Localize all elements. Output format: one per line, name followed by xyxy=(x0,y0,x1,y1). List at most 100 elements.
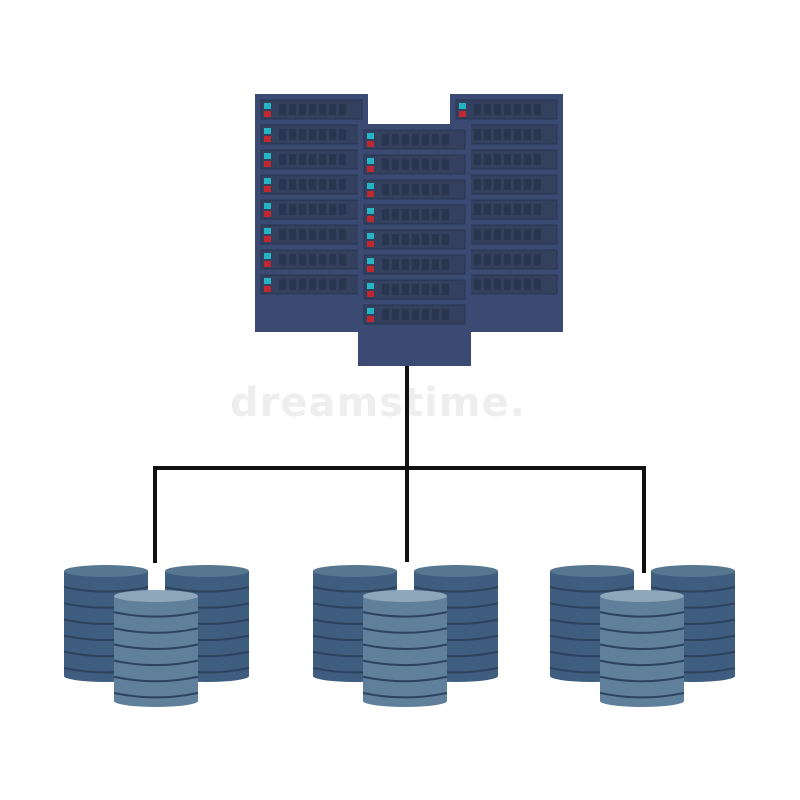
led-red xyxy=(264,136,271,142)
rack-slot-cell xyxy=(442,209,449,220)
rack-slot-cell xyxy=(432,309,439,320)
db-band xyxy=(599,659,685,667)
rack-slot xyxy=(363,254,466,275)
db-top xyxy=(165,565,249,577)
rack-slot-cell xyxy=(299,129,306,140)
rack-slot-cell xyxy=(319,254,326,265)
led-cyan xyxy=(367,158,374,164)
rack-slot-cell xyxy=(329,279,336,290)
db-top xyxy=(550,565,634,577)
rack-slot-cell xyxy=(279,204,286,215)
rack-slot-cell xyxy=(442,284,449,295)
rack-slot-cell xyxy=(402,134,409,145)
rack-slot-cell xyxy=(299,204,306,215)
rack-slot-cell xyxy=(524,204,531,215)
rack-slot xyxy=(455,174,558,195)
rack-slot xyxy=(455,124,558,145)
led-cyan xyxy=(367,283,374,289)
rack-slot-cell xyxy=(412,159,419,170)
rack-slot-cell xyxy=(474,104,481,115)
rack-slot-cell xyxy=(524,179,531,190)
led-red xyxy=(264,161,271,167)
rack-slot xyxy=(260,224,363,245)
db-top xyxy=(600,590,684,602)
rack-slot-cell xyxy=(442,234,449,245)
rack-slot-cell xyxy=(474,179,481,190)
rack-slot-cell xyxy=(474,204,481,215)
rack-slot-cell xyxy=(309,154,316,165)
rack-slot-cell xyxy=(494,279,501,290)
rack-slot-cell xyxy=(392,259,399,270)
rack-slot-cell xyxy=(339,154,346,165)
rack-slot xyxy=(363,129,466,150)
db-band xyxy=(413,586,499,593)
rack-slot-cell xyxy=(299,154,306,165)
rack-slot-cell xyxy=(382,184,389,195)
rack-slot xyxy=(455,224,558,245)
rack-slot-cell xyxy=(484,129,491,140)
db-band xyxy=(599,675,685,683)
rack-slot-cell xyxy=(504,129,511,140)
rack-slot-cell xyxy=(329,204,336,215)
led-cyan xyxy=(264,178,271,184)
rack-slot-cell xyxy=(299,104,306,115)
rack-slot xyxy=(455,99,558,120)
rack-slot-cell xyxy=(412,284,419,295)
rack-base xyxy=(358,332,471,366)
rack-slot-cell xyxy=(392,209,399,220)
rack-slot-cell xyxy=(289,179,296,190)
rack-slot-cell xyxy=(524,254,531,265)
led-red xyxy=(367,266,374,272)
rack-slot-cell xyxy=(412,234,419,245)
rack-slot-cell xyxy=(514,229,521,240)
rack-slot-cell xyxy=(494,179,501,190)
rack-slot-cell xyxy=(309,129,316,140)
led-red xyxy=(264,286,271,292)
led-cyan xyxy=(367,233,374,239)
rack-slot-cell xyxy=(319,204,326,215)
db-band xyxy=(599,643,685,650)
server-rack-left xyxy=(255,94,368,332)
rack-slot-cell xyxy=(339,279,346,290)
rack-slot-cell xyxy=(299,279,306,290)
rack-slot-cell xyxy=(299,254,306,265)
led-red xyxy=(264,186,271,192)
rack-slot-cell xyxy=(524,129,531,140)
database-group-center xyxy=(312,565,499,707)
led-red xyxy=(367,191,374,197)
led-cyan xyxy=(264,103,271,109)
rack-slot-cell xyxy=(329,104,336,115)
watermark: dreamstime. xyxy=(230,380,526,426)
led-red xyxy=(367,216,374,222)
rack-slot-cell xyxy=(309,104,316,115)
db-band xyxy=(113,627,199,634)
rack-slot-cell xyxy=(494,154,501,165)
rack-slot-cell xyxy=(494,229,501,240)
rack-slot-cell xyxy=(484,204,491,215)
rack-slot-cell xyxy=(392,184,399,195)
database-groups xyxy=(63,565,736,707)
rack-slot-cell xyxy=(494,129,501,140)
rack-slot-cell xyxy=(329,129,336,140)
rack-slot-cell xyxy=(514,279,521,290)
led-red xyxy=(264,236,271,242)
db-top xyxy=(64,565,148,577)
rack-slot-cell xyxy=(442,134,449,145)
rack-slot-cell xyxy=(382,234,389,245)
rack-slot-cell xyxy=(392,159,399,170)
led-cyan xyxy=(367,208,374,214)
rack-slot-cell xyxy=(319,129,326,140)
database-front xyxy=(362,590,448,707)
rack-slot-cell xyxy=(412,209,419,220)
database-group-right xyxy=(549,565,736,707)
rack-slot-cell xyxy=(412,184,419,195)
rack-slot-cell xyxy=(514,104,521,115)
rack-slot-cell xyxy=(319,179,326,190)
db-band xyxy=(113,611,199,618)
rack-slot-cell xyxy=(524,229,531,240)
rack-slot-cell xyxy=(432,234,439,245)
led-red xyxy=(367,166,374,172)
db-band xyxy=(362,691,448,699)
db-top xyxy=(114,590,198,602)
rack-slot xyxy=(455,274,558,295)
